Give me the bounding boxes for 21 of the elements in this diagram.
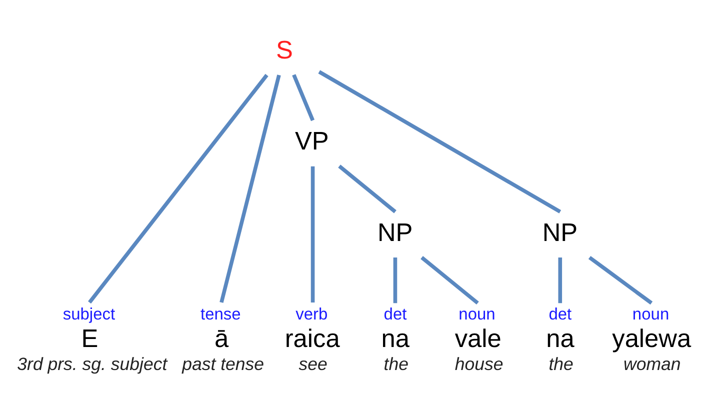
node-text: NP [542, 218, 578, 247]
node-text: det na the [546, 305, 574, 374]
connector [220, 74, 281, 303]
node-text: verb raica see [284, 305, 340, 374]
node-text: noun vale house [454, 305, 504, 374]
node-text: tense ā past tense [182, 305, 264, 374]
node-text: noun yalewa woman [612, 305, 692, 374]
connector [292, 74, 315, 122]
connector [588, 256, 653, 305]
connector [420, 256, 479, 305]
connector [310, 166, 315, 302]
node-text: det na the [381, 305, 410, 374]
connector [393, 258, 398, 304]
node-text: VP [295, 128, 329, 156]
node-text: subject E 3rd prs. sg. subject [17, 305, 168, 374]
connector [558, 258, 562, 304]
connector [318, 70, 562, 214]
connector [88, 74, 268, 304]
connector [338, 164, 396, 214]
node-text: S [276, 36, 293, 64]
node-text: NP [377, 218, 413, 247]
